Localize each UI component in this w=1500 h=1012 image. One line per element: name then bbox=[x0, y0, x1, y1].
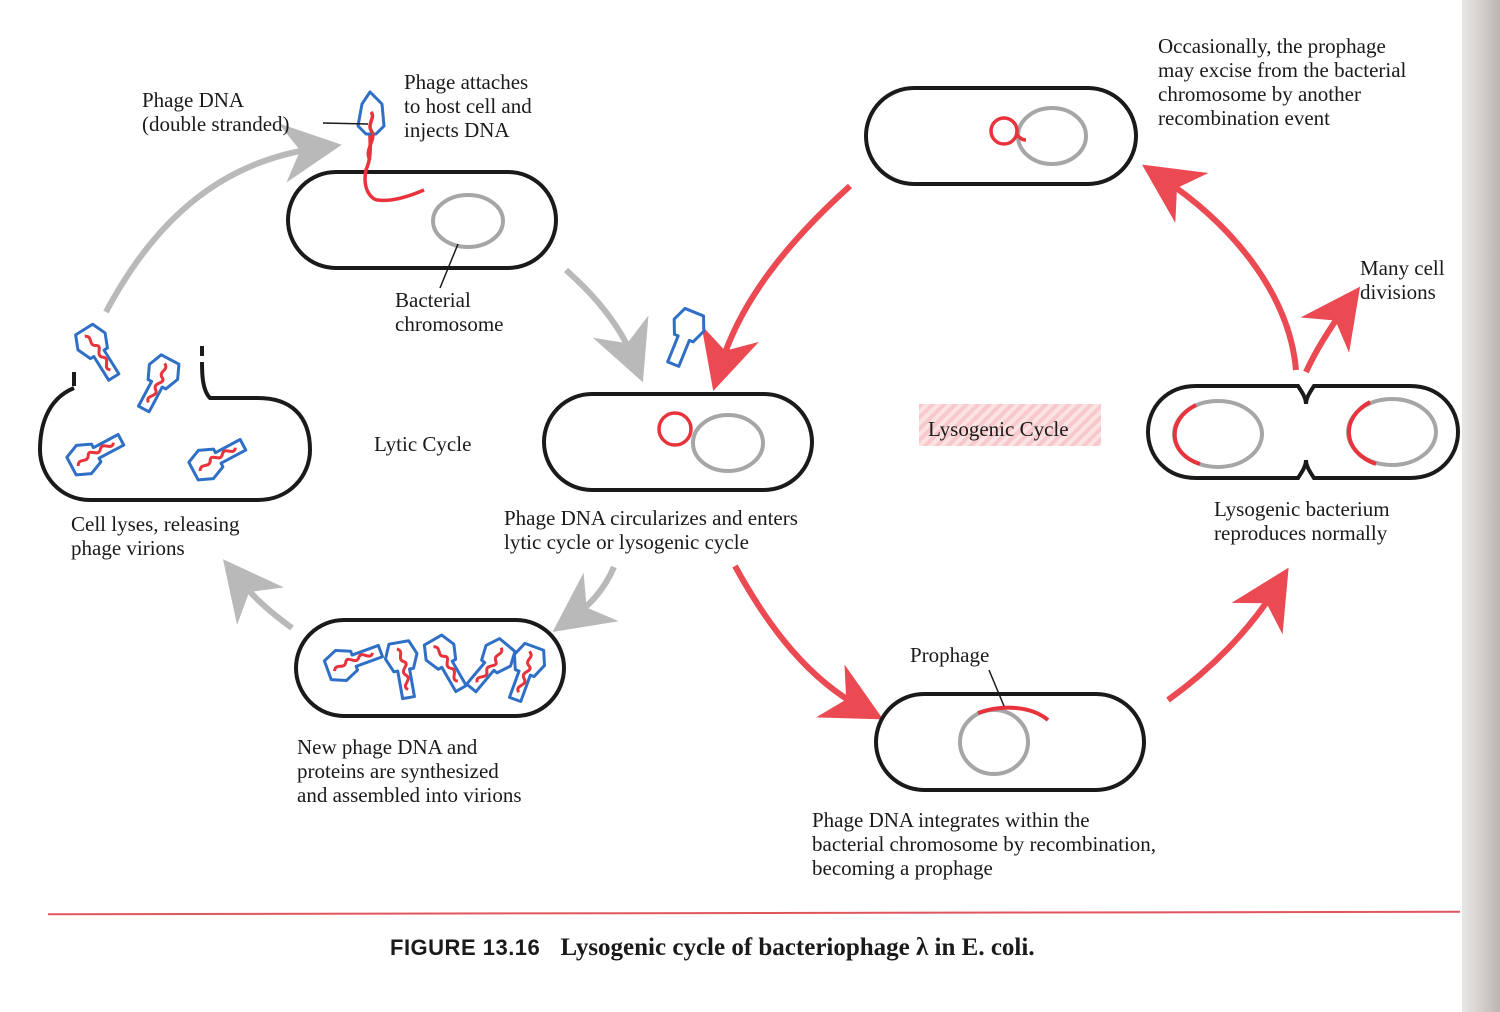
lytic-arrow-synthesis-to-lysis bbox=[223, 559, 294, 631]
cell-excision bbox=[864, 86, 1138, 186]
label-integrates: Phage DNA integrates within the bacteria… bbox=[812, 808, 1157, 880]
label-bacterial-chromosome: Bacterial chromosome bbox=[395, 288, 504, 336]
bacterial-chromosome-1 bbox=[431, 193, 505, 249]
bacterial-chromosome-3 bbox=[691, 413, 765, 473]
label-reproduces: Lysogenic bacterium reproduces normally bbox=[1214, 497, 1390, 545]
figure-title: Lysogenic cycle of bacteriophage λ in E.… bbox=[560, 934, 1035, 961]
lysogenic-arrow-many-divisions bbox=[1300, 286, 1361, 374]
excised-phage-dna bbox=[989, 116, 1019, 146]
injected-phage-dna bbox=[363, 109, 425, 203]
chromosome-pointer bbox=[439, 243, 459, 289]
cell-circularized bbox=[542, 392, 814, 492]
released-virion-4 bbox=[184, 429, 252, 487]
lysogenic-arrow-to-integration bbox=[732, 564, 884, 720]
label-phage-attaches: Phage attaches to host cell and injects … bbox=[404, 70, 532, 142]
label-synthesized: New phage DNA and proteins are synthesiz… bbox=[297, 735, 522, 807]
prophage-pointer bbox=[988, 669, 1005, 707]
lytic-arrow-attach-to-circularize bbox=[564, 267, 649, 383]
label-lytic-cycle: Lytic Cycle bbox=[374, 432, 472, 456]
label-phage-dna: Phage DNA (double stranded) bbox=[142, 88, 290, 136]
figure-number: FIGURE 13.16 bbox=[390, 935, 541, 960]
lytic-arrow-circularize-to-synthesis bbox=[552, 565, 619, 633]
cell-dividing bbox=[1145, 384, 1461, 480]
phage-dna-pointer bbox=[322, 122, 369, 125]
lysogenic-arrow-to-excision bbox=[1142, 164, 1299, 371]
prophage-6b bbox=[1346, 400, 1377, 466]
empty-phage-coat bbox=[656, 304, 711, 372]
label-cell-lyses: Cell lyses, releasing phage virions bbox=[71, 512, 240, 560]
prophage-7 bbox=[977, 705, 1050, 722]
cell-integrated bbox=[874, 692, 1146, 792]
lytic-arrow-lysis-to-attach bbox=[103, 123, 342, 314]
circular-phage-dna bbox=[657, 411, 693, 447]
label-many-divisions: Many cell divisions bbox=[1360, 256, 1445, 304]
prophage-6a bbox=[1172, 403, 1201, 466]
cell-infected bbox=[286, 170, 558, 270]
lysogenic-arrow-excision-to-circularize bbox=[701, 183, 853, 392]
released-virion-3 bbox=[62, 424, 130, 482]
label-lysogenic-cycle: Lysogenic Cycle bbox=[928, 417, 1069, 441]
label-excise: Occasionally, the prophage may excise fr… bbox=[1158, 34, 1407, 130]
figure-caption: FIGURE 13.16 Lysogenic cycle of bacterio… bbox=[390, 934, 1035, 962]
lysogenic-arrow-to-reproduction bbox=[1166, 567, 1289, 703]
released-virion-2 bbox=[128, 350, 186, 418]
label-circularizes: Phage DNA circularizes and enters lytic … bbox=[504, 506, 798, 554]
released-virion-1 bbox=[69, 319, 129, 388]
page-edge-shadow bbox=[1462, 0, 1500, 1012]
label-prophage: Prophage bbox=[910, 643, 990, 667]
lysogenic-cycle-label-background bbox=[919, 404, 1101, 446]
cell-lysing bbox=[37, 361, 313, 502]
